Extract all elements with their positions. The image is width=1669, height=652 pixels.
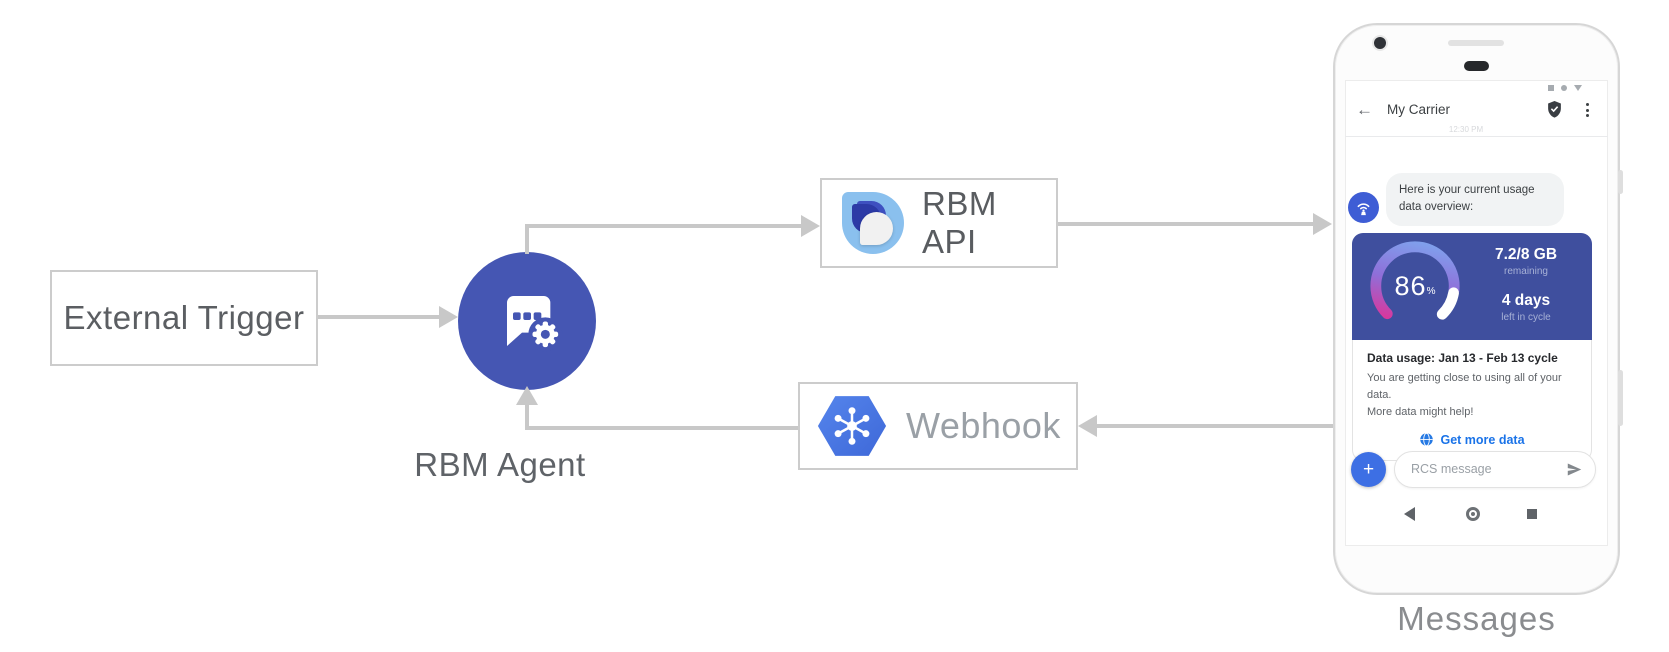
status-triangle-down-icon <box>1574 85 1582 91</box>
usage-detail-panel: Data usage: Jan 13 - Feb 13 cycle You ar… <box>1352 340 1592 462</box>
messages-caption: Messages <box>1397 600 1556 637</box>
gauge-percent: 86 % <box>1394 270 1436 301</box>
arrowhead-api-to-phone <box>1313 213 1332 235</box>
get-more-data-button[interactable]: Get more data <box>1367 432 1577 447</box>
connector-agent-to-api-horizontal <box>525 224 803 228</box>
data-usage-card: 86 % 7.2/8 GB remaining 4 days left in c… <box>1352 233 1592 462</box>
message-timestamp: 12:30 PM <box>1448 125 1484 134</box>
chat-bubble-gear-icon <box>507 296 563 352</box>
arrowhead-webhook-to-agent <box>516 386 538 405</box>
rbm-agent-label: RBM Agent <box>414 446 586 483</box>
phone-camera-dot <box>1374 37 1386 49</box>
arrowhead-agent-to-api <box>801 215 820 237</box>
send-icon[interactable] <box>1566 461 1583 478</box>
rbm-agent-node <box>458 252 596 390</box>
connector-agent-to-api-vertical <box>525 226 529 254</box>
antenna-broadcast-icon <box>1357 203 1370 216</box>
external-trigger-label: External Trigger <box>63 299 305 336</box>
phone-earpiece <box>1464 61 1489 71</box>
status-circle-icon <box>1561 85 1567 91</box>
webhook-node: Webhook <box>798 382 1078 470</box>
usage-caption: remaining <box>1504 266 1548 277</box>
days-value: 4 days <box>1501 292 1551 309</box>
rbm-api-node: RBM API <box>820 178 1058 268</box>
add-attachment-button[interactable]: + <box>1351 452 1386 487</box>
chat-bubble: Here is your current usage data overview… <box>1386 173 1564 226</box>
phone-volume-button <box>1618 370 1623 426</box>
header-divider <box>1345 136 1608 137</box>
connector-webhook-to-agent-horizontal <box>525 426 798 430</box>
arrowhead-trigger-to-agent <box>439 306 458 328</box>
back-arrow-icon[interactable]: ← <box>1356 100 1373 119</box>
rbm-droplet-logo-icon <box>839 189 907 257</box>
connector-webhook-to-agent-vertical <box>525 404 529 430</box>
conversation-title: My Carrier <box>1387 102 1450 117</box>
card-body: You are getting close to using all of yo… <box>1367 372 1562 419</box>
phone-speaker-slot <box>1448 40 1504 46</box>
status-square-icon <box>1548 85 1554 91</box>
nav-home-icon[interactable] <box>1466 507 1480 521</box>
pubsub-hexagon-icon <box>817 396 887 456</box>
rbm-api-label: RBM API <box>922 185 997 260</box>
message-input-pill <box>1394 451 1596 488</box>
rcs-message-input[interactable] <box>1411 452 1561 486</box>
nav-recents-icon[interactable] <box>1527 509 1537 519</box>
arrowhead-phone-to-webhook <box>1078 415 1097 437</box>
arrow-api-to-phone <box>1058 222 1316 226</box>
nav-back-icon[interactable] <box>1404 507 1415 521</box>
kebab-menu-icon[interactable] <box>1586 103 1589 117</box>
get-more-data-label: Get more data <box>1440 432 1525 447</box>
arrow-phone-to-webhook <box>1096 424 1333 428</box>
usage-value: 7.2/8 GB <box>1494 246 1558 263</box>
verified-shield-icon <box>1546 100 1563 124</box>
agent-avatar <box>1348 192 1379 223</box>
days-caption: left in cycle <box>1501 312 1551 323</box>
usage-remaining-stat: 7.2/8 GB remaining <box>1474 246 1578 277</box>
usage-gauge-ring <box>1370 241 1460 331</box>
globe-icon <box>1420 432 1434 447</box>
rbm-logo-white-droplet <box>860 212 893 245</box>
usage-gauge-panel: 86 % 7.2/8 GB remaining 4 days left in c… <box>1352 233 1592 340</box>
status-bar <box>1548 84 1582 92</box>
webhook-label: Webhook <box>906 405 1061 446</box>
phone-power-button <box>1618 170 1623 194</box>
days-left-stat: 4 days left in cycle <box>1474 292 1578 323</box>
external-trigger-node: External Trigger <box>50 270 318 366</box>
card-title: Data usage: Jan 13 - Feb 13 cycle <box>1367 351 1558 365</box>
arrow-trigger-to-agent <box>318 315 440 319</box>
